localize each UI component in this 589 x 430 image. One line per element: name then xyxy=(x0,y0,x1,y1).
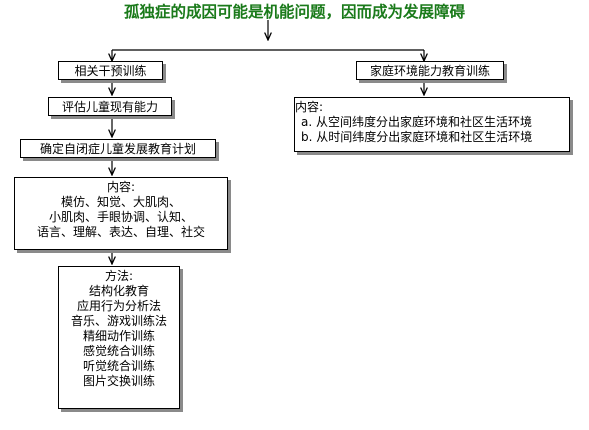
training-content-box: 内容: 模仿、知觉、大肌肉、 小肌肉、手眼协调、认知、 语言、理解、表达、自理、… xyxy=(14,177,228,250)
method-item: 音乐、游戏训练法 xyxy=(70,314,167,328)
intervention-training-box: 相关干预训练 xyxy=(58,61,163,80)
family-content-heading: 内容: xyxy=(295,100,324,114)
family-environment-training-box: 家庭环境能力教育训练 xyxy=(356,61,504,80)
method-item: 结构化教育 xyxy=(88,284,149,298)
assess-ability-box: 评估儿童现有能力 xyxy=(48,97,172,116)
methods-heading: 方法: xyxy=(104,269,134,283)
family-content-line: a. 从空间纬度分出家庭环境和社区生活环境 xyxy=(301,115,532,129)
content-line: 小肌肉、手眼协调、认知、 xyxy=(48,210,193,224)
method-item: 感觉统合训练 xyxy=(82,344,155,358)
content-heading: 内容: xyxy=(106,180,136,194)
diagram-title: 孤独症的成因可能是机能问题，因而成为发展障碍 xyxy=(123,3,465,21)
family-content-box: 内容: a. 从空间纬度分出家庭环境和社区生活环境 b. 从时间纬度分出家庭环境… xyxy=(294,97,570,152)
content-line: 模仿、知觉、大肌肉、 xyxy=(60,195,181,209)
method-item: 图片交换训练 xyxy=(82,374,155,388)
method-item: 听觉统合训练 xyxy=(82,359,155,373)
methods-box: 方法: 结构化教育 应用行为分析法 音乐、游戏训练法 精细动作训练 感觉统合训练… xyxy=(58,266,180,409)
content-line: 语言、理解、表达、自理、社交 xyxy=(36,225,205,239)
method-item: 应用行为分析法 xyxy=(76,299,161,313)
method-item: 精细动作训练 xyxy=(82,329,155,343)
education-plan-box: 确定自闭症儿童发展教育计划 xyxy=(20,139,216,158)
family-content-line: b. 从时间纬度分出家庭环境和社区生活环境 xyxy=(301,130,533,144)
